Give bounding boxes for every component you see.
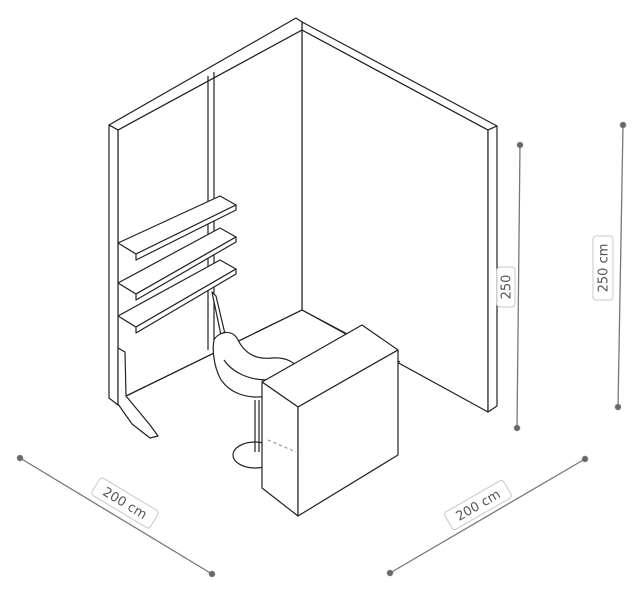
label-total-height: 250 cm [597, 244, 612, 293]
right-wall [301, 21, 498, 413]
label-panel-height: 250 [500, 275, 515, 300]
label-width-right-group: 200 cm [444, 479, 512, 531]
label-total-height-group: 250 cm [592, 235, 614, 301]
desk [261, 324, 399, 517]
dimension-total-height [614, 121, 627, 411]
dimension-panel-height [513, 141, 524, 432]
label-panel-height-group: 250 [496, 266, 516, 308]
dimension-width-left [16, 454, 216, 578]
hidden-line [267, 439, 297, 453]
dimension-width-right [386, 455, 589, 577]
shelves [117, 195, 237, 334]
